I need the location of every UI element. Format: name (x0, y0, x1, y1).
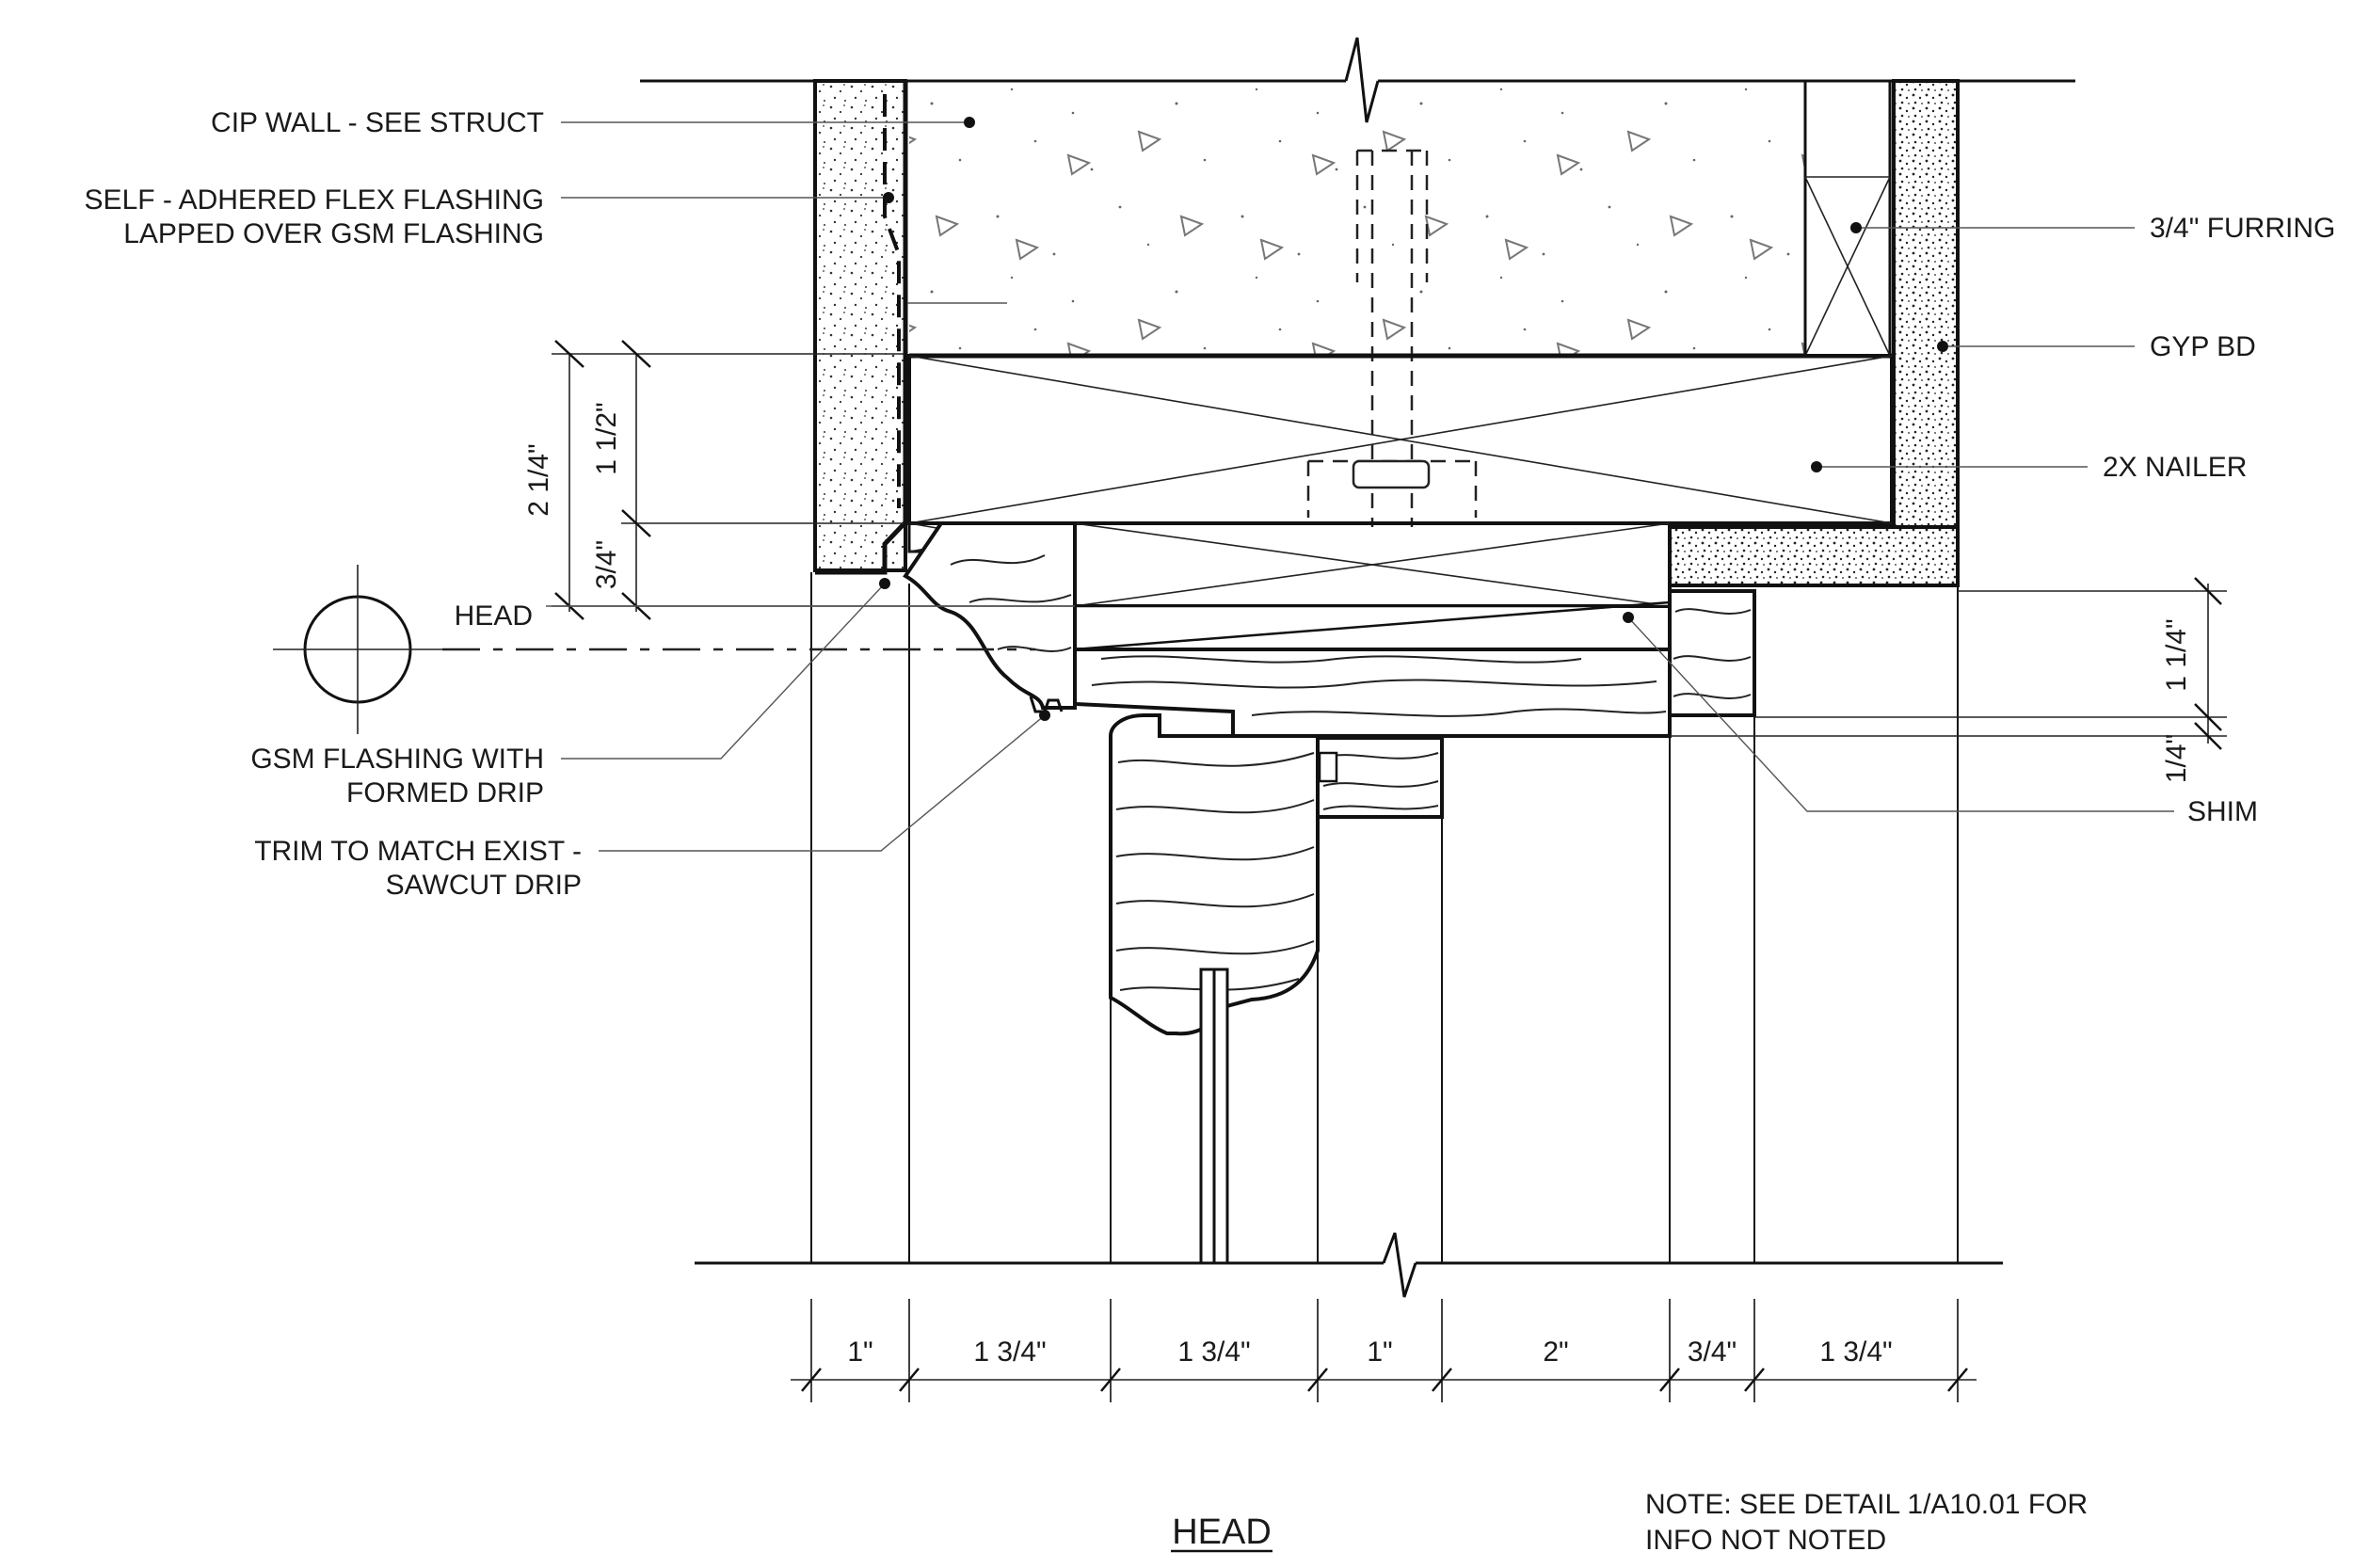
exterior-finish-strip (813, 79, 907, 572)
glazing-stop (1316, 736, 1444, 819)
right-callouts: 3/4" FURRING GYP BD 2X NAILER SHIM (1623, 213, 2335, 827)
bottom-break-line (695, 1232, 2003, 1298)
nailer-x (908, 355, 1893, 524)
extension-lines (810, 572, 1959, 1263)
shim (1073, 600, 1672, 651)
label-furring: 3/4" FURRING (2150, 213, 2335, 244)
dim-left-2: 3/4" (591, 540, 622, 589)
flex-flashing (883, 94, 901, 508)
dim-left-0: 2 1/4" (523, 443, 554, 516)
note-line-1: NOTE: SEE DETAIL 1/A10.01 FOR (1645, 1489, 2088, 1520)
window-sash (1109, 713, 1320, 1036)
dim-bottom-3: 1" (1367, 1336, 1392, 1368)
exterior-trim (903, 521, 1077, 710)
head-reference-symbol (273, 565, 442, 734)
label-flex-flashing-2: LAPPED OVER GSM FLASHING (123, 218, 544, 249)
weather-strip (1318, 751, 1338, 783)
anchor-nut (1352, 459, 1431, 489)
interior-casing-grain (1673, 608, 1752, 699)
furring-strip (1803, 79, 1892, 358)
dim-right-1: 1/4" (2161, 734, 2192, 783)
label-trim-1: TRIM TO MATCH EXIST - (254, 836, 582, 867)
dim-bottom-6: 1 3/4" (1819, 1336, 1892, 1368)
cip-concrete-wall (909, 81, 1805, 354)
label-nailer: 2X NAILER (2103, 452, 2247, 483)
gyp-board-soffit (1668, 525, 1960, 587)
label-gsm-flashing-1: GSM FLASHING WITH (250, 744, 544, 775)
dim-bottom-4: 2" (1543, 1336, 1568, 1368)
trim-drip (1029, 696, 1064, 713)
label-trim-2: SAWCUT DRIP (386, 870, 582, 901)
dim-bottom-1: 1 3/4" (973, 1336, 1046, 1368)
detail-title: HEAD (1171, 1512, 1273, 1553)
dim-bottom-5: 3/4" (1688, 1336, 1737, 1368)
head-jamb (1073, 648, 1672, 738)
label-flex-flashing-1: SELF - ADHERED FLEX FLASHING (85, 184, 544, 216)
left-vertical-dimensions: 2 1/4" 1 1/2" 3/4" (523, 340, 1075, 620)
dim-left-1: 1 1/2" (591, 402, 622, 474)
title-text: HEAD (1172, 1512, 1272, 1552)
left-callouts: CIP WALL - SEE STRUCT SELF - ADHERED FLE… (85, 107, 1050, 901)
gyp-board-vertical (1892, 79, 1960, 529)
note-line-2: INFO NOT NOTED (1645, 1525, 1886, 1556)
label-shim: SHIM (2187, 796, 2258, 827)
dim-bottom-0: 1" (847, 1336, 872, 1368)
window-sash-grain (1115, 752, 1315, 991)
dim-right-0: 1 1/4" (2161, 618, 2192, 691)
right-vertical-dimensions: 1 1/4" 1/4" (1670, 577, 2227, 783)
gsm-flashing (815, 81, 908, 575)
bottom-dimension-string: 1" 1 3/4" 1 3/4" 1" 2" 3/4" 1 3/4" (791, 1299, 1977, 1402)
label-head-ref: HEAD (455, 600, 533, 632)
label-cip-wall: CIP WALL - SEE STRUCT (211, 107, 544, 138)
blocking-x (1074, 522, 1671, 607)
furring-x (1804, 176, 1891, 357)
label-gsm-flashing-2: FORMED DRIP (346, 777, 544, 808)
dim-bottom-2: 1 3/4" (1177, 1336, 1250, 1368)
head-jamb-grain (1091, 655, 1667, 717)
label-gyp-bd: GYP BD (2150, 331, 2256, 362)
